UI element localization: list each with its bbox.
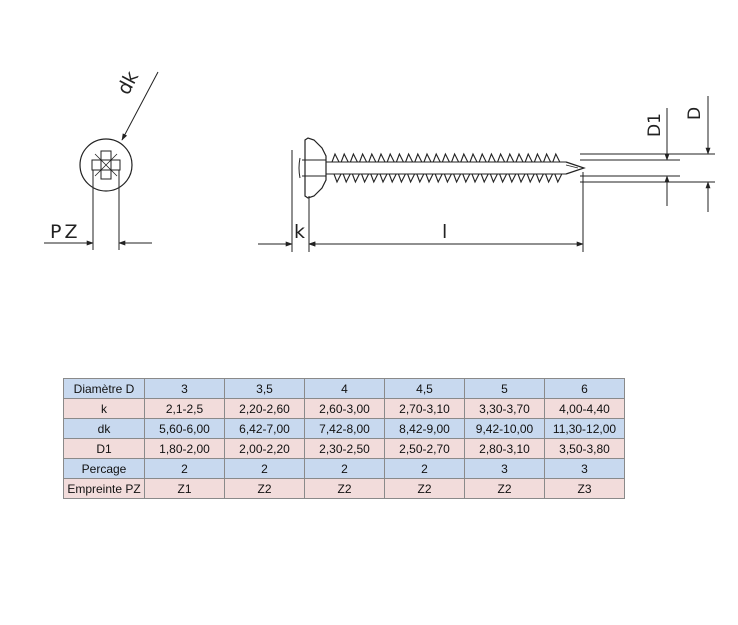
table-cell: 9,42-10,00 [464, 418, 545, 439]
table-cell: Z1 [144, 478, 225, 499]
table-cell: Z3 [544, 478, 625, 499]
table-cell: 6 [544, 378, 625, 399]
table-cell: 1,80-2,00 [144, 438, 225, 459]
table-cell: 6,42-7,00 [224, 418, 305, 439]
table-cell: 2,50-2,70 [384, 438, 465, 459]
table-cell: 2,60-3,00 [304, 398, 385, 419]
table-cell: 4,00-4,40 [544, 398, 625, 419]
pz-label: PZ [50, 221, 80, 243]
table-cell: 2,70-3,10 [384, 398, 465, 419]
table-cell: 3 [144, 378, 225, 399]
l-label: l [442, 221, 447, 243]
table-cell: 2,80-3,10 [464, 438, 545, 459]
k-label: k [294, 221, 305, 243]
table-cell: Z2 [224, 478, 305, 499]
screw-technical-drawing: dk PZ k l D1 D [44, 68, 715, 252]
table-cell: 3 [464, 458, 545, 479]
table-cell: 2,1-2,5 [144, 398, 225, 419]
table-cell: 3,50-3,80 [544, 438, 625, 459]
dk-label: dk [113, 68, 143, 99]
table-cell: Z2 [464, 478, 545, 499]
row-header: Diamètre D [63, 378, 145, 399]
table-cell: 2 [304, 458, 385, 479]
d-label: D [685, 107, 705, 120]
table-cell: 4,5 [384, 378, 465, 399]
table-cell: 2 [224, 458, 305, 479]
table-cell: 2,00-2,20 [224, 438, 305, 459]
row-header: dk [63, 418, 145, 439]
screw-head-top-view [44, 71, 159, 250]
screw-side-view [258, 96, 715, 252]
d1-label: D1 [645, 113, 665, 137]
table-cell: 11,30-12,00 [544, 418, 625, 439]
table-cell: 4 [304, 378, 385, 399]
row-header: Percage [63, 458, 145, 479]
row-header: k [63, 398, 145, 419]
table-cell: 2,30-2,50 [304, 438, 385, 459]
table-cell: 3,30-3,70 [464, 398, 545, 419]
table-cell: 5,60-6,00 [144, 418, 225, 439]
table-cell: 2 [144, 458, 225, 479]
row-header: Empreinte PZ [63, 478, 145, 499]
row-header: D1 [63, 438, 145, 459]
table-cell: 2 [384, 458, 465, 479]
table-cell: Z2 [304, 478, 385, 499]
table-cell: 7,42-8,00 [304, 418, 385, 439]
table-cell: 3 [544, 458, 625, 479]
table-cell: 3,5 [224, 378, 305, 399]
table-cell: 2,20-2,60 [224, 398, 305, 419]
table-cell: 5 [464, 378, 545, 399]
table-cell: Z2 [384, 478, 465, 499]
table-cell: 8,42-9,00 [384, 418, 465, 439]
